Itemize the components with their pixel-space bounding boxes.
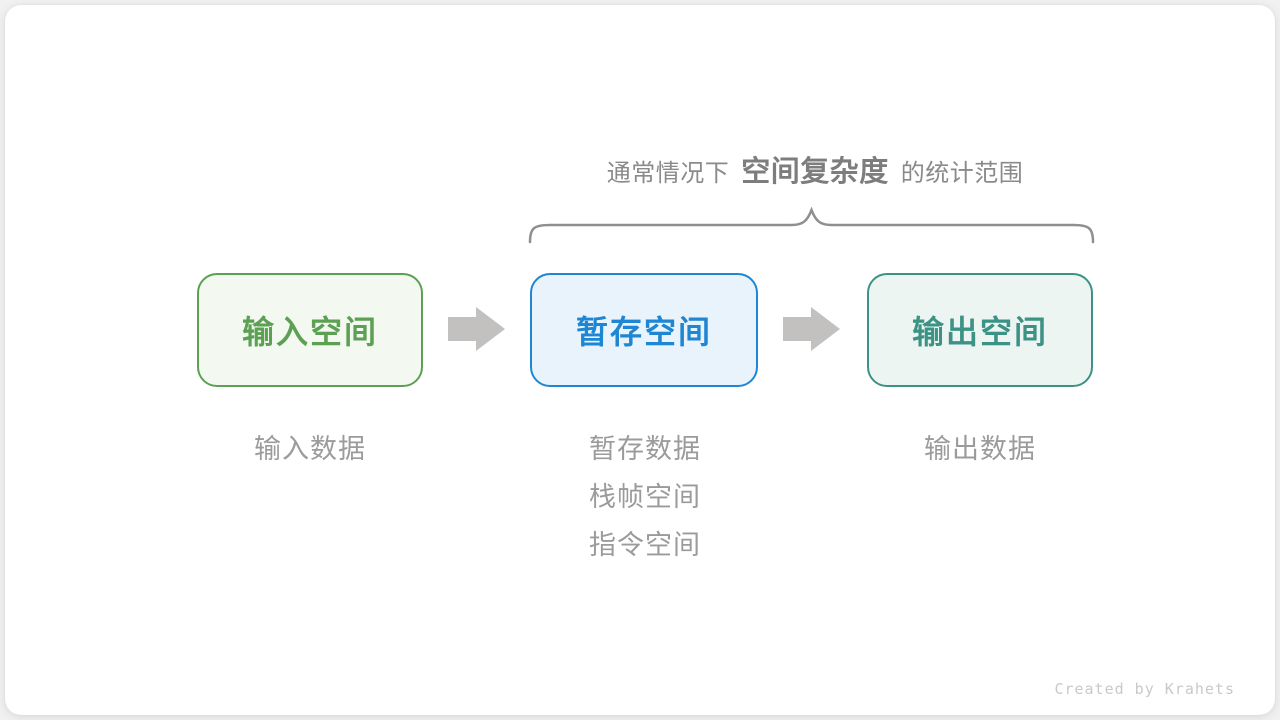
annotation-title: 通常情况下空间复杂度的统计范围 [410, 148, 1220, 190]
arrow-right-icon [783, 307, 840, 351]
annotation-prefix: 通常情况下 [606, 160, 730, 187]
sublabel-output-data: 输出数据 [924, 434, 1036, 464]
watermark-credit: Created by Krahets [1054, 680, 1235, 698]
annotation-highlight: 空间复杂度 [741, 156, 889, 188]
box-output-space-label: 输出空间 [911, 314, 1048, 350]
annotation-suffix: 的统计范围 [900, 160, 1024, 187]
brace-icon [528, 207, 1095, 244]
box-input-space: 输入空间 [197, 273, 423, 387]
box-buffer-space: 暂存空间 [530, 273, 758, 387]
sublabel-instruction-space: 指令空间 [589, 530, 701, 560]
box-buffer-space-label: 暂存空间 [575, 314, 712, 350]
box-output-space: 输出空间 [867, 273, 1093, 387]
sublabel-stack-frame-space: 栈帧空间 [589, 482, 701, 512]
sublabel-input-data: 输入数据 [254, 434, 366, 464]
box-input-space-label: 输入空间 [241, 314, 378, 350]
arrow-right-icon [448, 307, 505, 351]
sublabel-buffer-data: 暂存数据 [589, 434, 701, 464]
diagram-card: 通常情况下空间复杂度的统计范围 输入空间 暂存空间 输出空间 输入数据 暂存数据… [5, 5, 1275, 715]
